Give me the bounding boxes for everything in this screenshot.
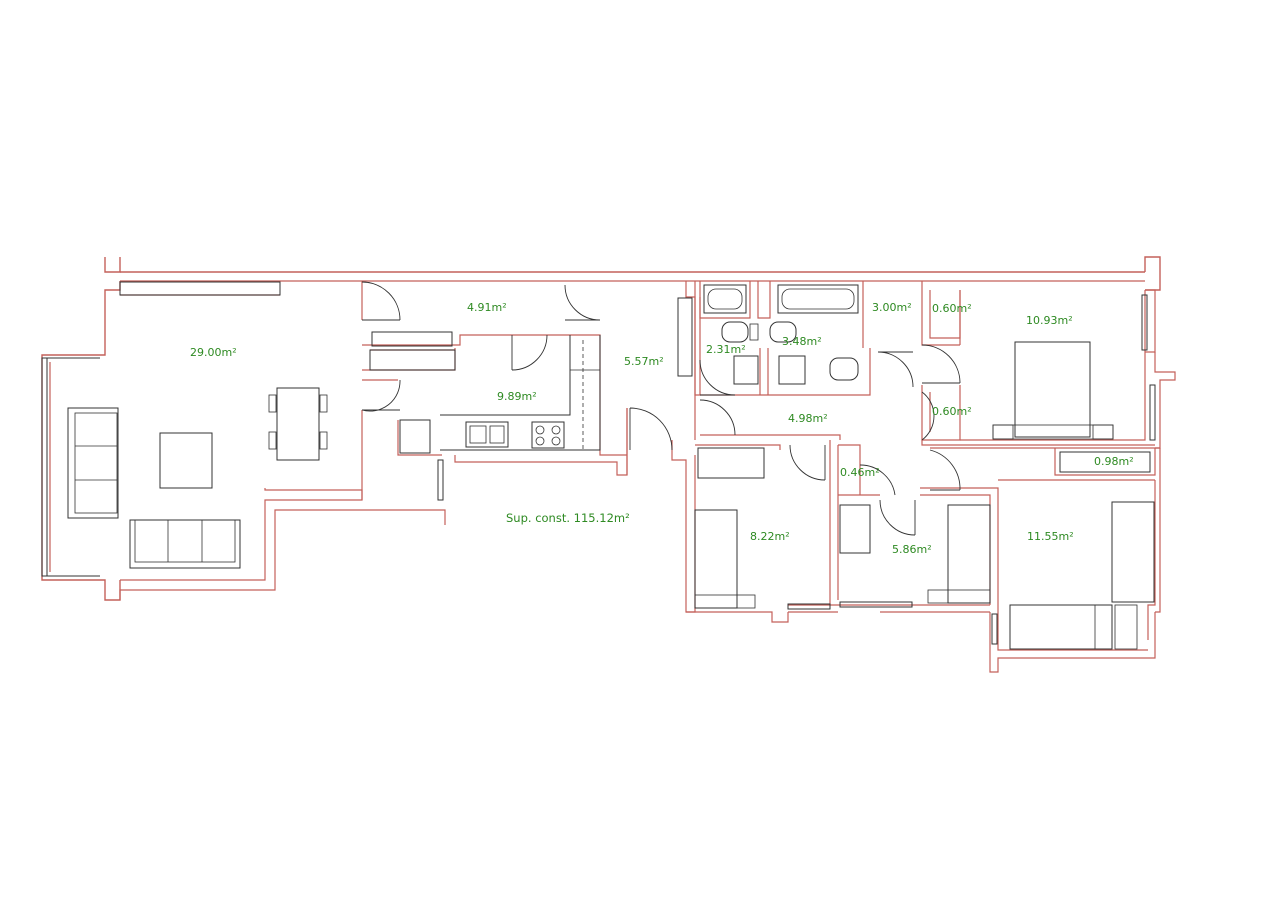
toilet-left — [721, 321, 759, 343]
entrance-right-lower — [671, 440, 696, 613]
master-bottom — [960, 290, 1146, 441]
area-label-living: 29.00m² — [190, 346, 237, 359]
bedroom2-bed — [694, 509, 756, 609]
door-master — [921, 344, 961, 384]
master-right — [1145, 289, 1156, 353]
kitchen-window — [437, 459, 444, 501]
master-window — [1141, 294, 1148, 351]
bidet — [829, 357, 859, 381]
bedroom2-window — [787, 603, 831, 610]
closet-0-46-shelf — [839, 504, 871, 554]
bath-top — [699, 281, 751, 319]
area-label-bath-small: 2.31m² — [706, 343, 746, 356]
bath-block-outer — [694, 281, 701, 396]
kitchen-counter — [399, 335, 601, 454]
kitchen-hob — [531, 421, 565, 449]
kitchen-sink — [465, 421, 509, 448]
storage-shelf-lower — [369, 349, 456, 371]
bathtub-left — [703, 284, 747, 314]
door-entrance — [629, 407, 673, 451]
master-window-2 — [1149, 384, 1156, 441]
master-bed — [992, 341, 1114, 440]
living-top-window — [119, 281, 281, 296]
area-label-closet-corridor: 0.46m² — [840, 466, 880, 479]
bedroom4-window — [991, 613, 998, 645]
door-closet-corridor — [859, 464, 896, 496]
washbasin-right — [778, 355, 806, 385]
toilet-right — [769, 321, 797, 343]
area-labels: 29.00m² 4.91m² 9.89m² 5.57m² 2.31m² 3.48… — [190, 301, 1134, 556]
bedroom4-right-2 — [1155, 448, 1161, 613]
door-closet-mid — [921, 391, 935, 441]
kitchen-bottom-2 — [454, 408, 628, 476]
door-bath-main — [877, 351, 914, 388]
washbasin-left — [733, 355, 759, 385]
master-right-ext — [1154, 352, 1176, 449]
sofa-bottom — [129, 519, 241, 569]
sofa-left — [67, 407, 119, 519]
door-bedroom3 — [879, 499, 916, 536]
kitchen-wall — [599, 370, 627, 456]
closet-mid-wall — [921, 385, 961, 441]
left-exterior-wall — [41, 281, 121, 601]
bedroom4-bottom — [997, 612, 1148, 651]
entrance-cabinet — [677, 297, 693, 377]
area-label-closet-right: 0.98m² — [1094, 455, 1134, 468]
living-window — [41, 357, 48, 577]
corridor-right — [921, 440, 1155, 446]
coffee-table — [159, 432, 213, 489]
windows — [41, 281, 1156, 645]
storage-shelf — [371, 331, 453, 347]
area-label-bedroom-4: 11.55m² — [1027, 530, 1074, 543]
area-label-closet-top: 0.60m² — [932, 302, 972, 315]
bedroom4-bottom-2 — [989, 612, 1156, 673]
kitchen-bottom — [397, 420, 442, 456]
total-area-label: Sup. const. 115.12m² — [506, 511, 630, 525]
bedroom3-top-2 — [920, 487, 999, 612]
bedroom4-right — [1147, 480, 1156, 640]
door-bedroom4 — [929, 449, 961, 491]
bedroom3-window — [839, 601, 913, 608]
door-corridor-left — [699, 399, 736, 436]
bedroom2-bottom — [686, 611, 789, 623]
area-label-laundry: 3.00m² — [872, 301, 912, 314]
top-right-corner — [1144, 256, 1161, 291]
storage-wall — [362, 334, 601, 370]
area-label-closet-mid: 0.60m² — [932, 405, 972, 418]
door-bath-small — [699, 359, 736, 396]
furniture — [67, 284, 1155, 650]
wardrobe-0-98 — [1059, 451, 1151, 473]
area-label-bedroom-2: 8.22m² — [750, 530, 790, 543]
bedroom4-beds — [1009, 501, 1155, 650]
closet-corridor-inner — [838, 444, 861, 495]
bedroom2-wardrobe — [697, 447, 765, 479]
area-label-entrance: 5.57m² — [624, 355, 664, 368]
entrance-right — [685, 281, 696, 440]
area-label-bath-main: 3.48m² — [782, 335, 822, 348]
living-bottom-wall — [120, 488, 363, 581]
storage-lower — [362, 348, 456, 371]
dining-set — [268, 387, 328, 461]
door-bedroom2 — [789, 444, 826, 481]
door-storage — [564, 284, 601, 321]
area-label-hall-storage: 4.91m² — [467, 301, 507, 314]
bath-block-bottom — [700, 348, 871, 396]
top-exterior-wall — [104, 257, 121, 273]
area-label-master-bedroom: 10.93m² — [1026, 314, 1073, 327]
area-label-kitchen: 9.89m² — [497, 390, 537, 403]
door-living-top — [361, 281, 401, 321]
area-label-bedroom-3: 5.86m² — [892, 543, 932, 556]
door-living-bottom — [361, 379, 401, 412]
bedroom3-bed — [927, 504, 991, 604]
doors — [361, 281, 961, 536]
living-bottom-outer — [119, 509, 446, 600]
door-kitchen — [511, 334, 548, 371]
closet-right-wall — [1054, 448, 1156, 476]
bathtub-right — [777, 284, 859, 314]
corridor-bottom — [695, 444, 781, 450]
corridor-top — [700, 434, 841, 440]
bath-top-2 — [757, 281, 771, 319]
area-label-corridor: 4.98m² — [788, 412, 828, 425]
